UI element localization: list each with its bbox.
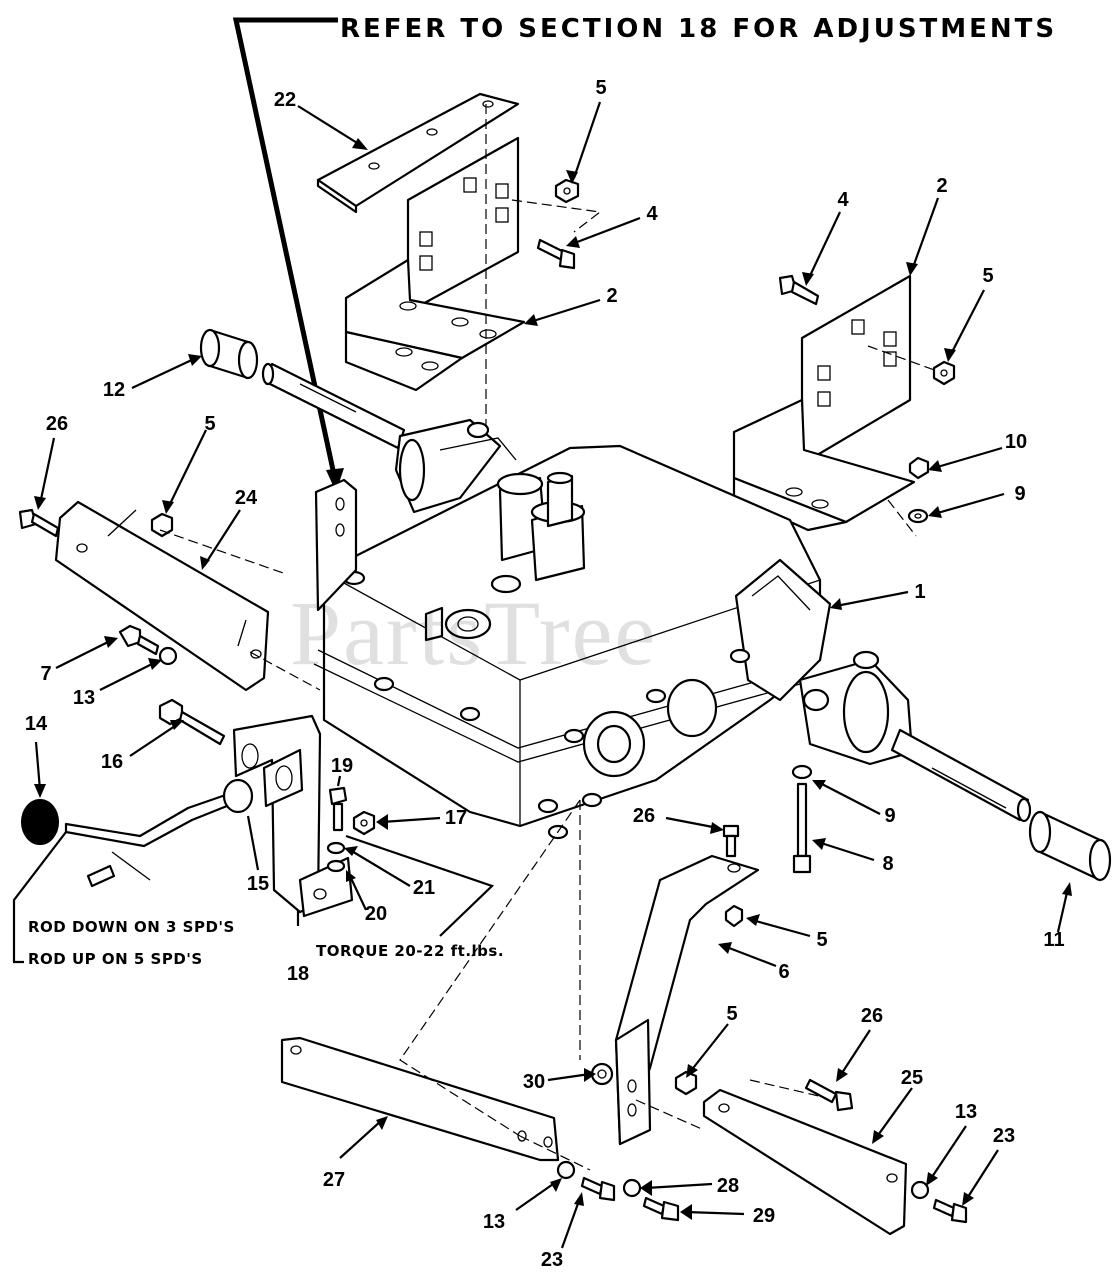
part-11-bushing bbox=[1028, 810, 1112, 882]
callout-22: 22 bbox=[273, 89, 297, 111]
part-26-bolt-center bbox=[722, 824, 740, 858]
callout-4-upper: 4 bbox=[646, 203, 658, 225]
part-2-upper-bracket bbox=[344, 104, 602, 430]
callout-23-lower: 23 bbox=[540, 1249, 564, 1271]
part-17-nut bbox=[352, 810, 376, 836]
part-13-washer-left bbox=[158, 646, 178, 666]
callout-12: 12 bbox=[102, 379, 126, 401]
callout-14: 14 bbox=[24, 713, 48, 735]
callout-5-upper: 5 bbox=[595, 77, 607, 99]
part-10-nut bbox=[908, 456, 930, 480]
callout-18: 18 bbox=[286, 963, 310, 985]
callout-28: 28 bbox=[716, 1175, 740, 1197]
callout-17: 17 bbox=[444, 807, 468, 829]
assembly-lines bbox=[159, 529, 705, 1171]
right-axle-shaft bbox=[890, 728, 1032, 823]
part-27-strap bbox=[280, 1036, 560, 1162]
left-mounting-ear bbox=[314, 478, 358, 612]
part-28-washer bbox=[622, 1178, 642, 1198]
callout-13-left: 13 bbox=[72, 687, 96, 709]
part-12-bushing bbox=[199, 328, 259, 380]
part-4-bolt-right bbox=[778, 274, 820, 306]
part-14-knob bbox=[21, 799, 59, 845]
part-5-nut-upper bbox=[554, 178, 580, 204]
part-19-bolt bbox=[328, 786, 348, 832]
callout-5-right: 5 bbox=[982, 265, 994, 287]
rod-note-bracket bbox=[12, 831, 67, 964]
part-6-bracket bbox=[614, 854, 760, 1146]
callout-11: 11 bbox=[1043, 929, 1065, 951]
part-23-bolt-right bbox=[932, 1198, 968, 1224]
callout-25: 25 bbox=[900, 1067, 924, 1089]
callout-19: 19 bbox=[330, 755, 354, 777]
part-21-washer bbox=[326, 841, 346, 855]
callout-15: 15 bbox=[246, 873, 270, 895]
callout-7: 7 bbox=[40, 663, 52, 685]
part-29-bolt bbox=[642, 1196, 680, 1222]
part-13-washer-lower bbox=[556, 1160, 576, 1180]
callout-1: 1 bbox=[914, 581, 926, 603]
part-5-nut-left bbox=[150, 512, 174, 538]
callout-23-right: 23 bbox=[992, 1125, 1016, 1147]
part-22-plate bbox=[316, 92, 520, 214]
torque-note: TORQUE 20-22 ft.lbs. bbox=[316, 942, 505, 960]
callout-13-lower: 13 bbox=[482, 1211, 506, 1233]
part-15-shift-rod bbox=[64, 778, 254, 888]
part-25-plate bbox=[702, 1079, 908, 1236]
watermark-text: PartsTree bbox=[290, 582, 658, 684]
callout-13-right: 13 bbox=[954, 1101, 978, 1123]
callout-26-lower: 26 bbox=[860, 1005, 884, 1027]
callout-20: 20 bbox=[364, 903, 388, 925]
part-5-nut-center bbox=[724, 904, 744, 928]
part-7-bolt bbox=[118, 624, 160, 656]
callout-5-lower: 5 bbox=[726, 1003, 738, 1025]
part-23-bolt-lower bbox=[580, 1176, 616, 1202]
part-24-plate bbox=[54, 500, 270, 692]
part-16-bolt bbox=[158, 698, 226, 746]
callout-29: 29 bbox=[752, 1205, 776, 1227]
part-2-right-bracket bbox=[732, 274, 941, 537]
rod-note-3-speed: ROD DOWN ON 3 SPD'S bbox=[28, 918, 235, 936]
callout-10: 10 bbox=[1004, 431, 1028, 453]
callout-5-center: 5 bbox=[816, 929, 828, 951]
section-reference-note: REFER TO SECTION 18 FOR ADJUSTMENTS bbox=[340, 14, 1058, 44]
part-4-bolt-upper bbox=[536, 238, 576, 270]
adjustment-reference-leader bbox=[232, 17, 344, 492]
part-8-bolt bbox=[792, 782, 812, 874]
part-9-washer-upper bbox=[907, 508, 929, 524]
part-9-washer-lower bbox=[791, 764, 813, 780]
part-5-nut-lower bbox=[674, 1070, 698, 1096]
callout-6: 6 bbox=[778, 961, 790, 983]
callout-27: 27 bbox=[322, 1169, 346, 1191]
rod-note-5-speed: ROD UP ON 5 SPD'S bbox=[28, 950, 203, 968]
callout-9-lower: 9 bbox=[884, 805, 896, 827]
callout-leaders bbox=[34, 101, 1072, 1249]
callout-5-left: 5 bbox=[204, 413, 216, 435]
part-26-bolt-left bbox=[18, 508, 60, 538]
callout-2-right: 2 bbox=[936, 175, 948, 197]
callout-26-center: 26 bbox=[632, 805, 656, 827]
callout-16: 16 bbox=[100, 751, 124, 773]
callout-2-upper: 2 bbox=[606, 285, 618, 307]
callout-26-left: 26 bbox=[45, 413, 69, 435]
callout-4-right: 4 bbox=[837, 189, 849, 211]
callout-8: 8 bbox=[882, 853, 894, 875]
part-1-transmission-housing bbox=[313, 418, 914, 840]
part-18-bracket bbox=[232, 714, 354, 918]
part-5-nut-right bbox=[932, 360, 956, 386]
part-26-bolt-lower bbox=[804, 1078, 854, 1112]
torque-bracket bbox=[345, 834, 495, 937]
callout-9-upper: 9 bbox=[1014, 483, 1026, 505]
callout-30: 30 bbox=[522, 1071, 546, 1093]
callout-21: 21 bbox=[412, 877, 436, 899]
part-20-washer bbox=[326, 859, 346, 873]
callout-24: 24 bbox=[234, 487, 258, 509]
part-13-washer-lower-right bbox=[910, 1180, 930, 1200]
